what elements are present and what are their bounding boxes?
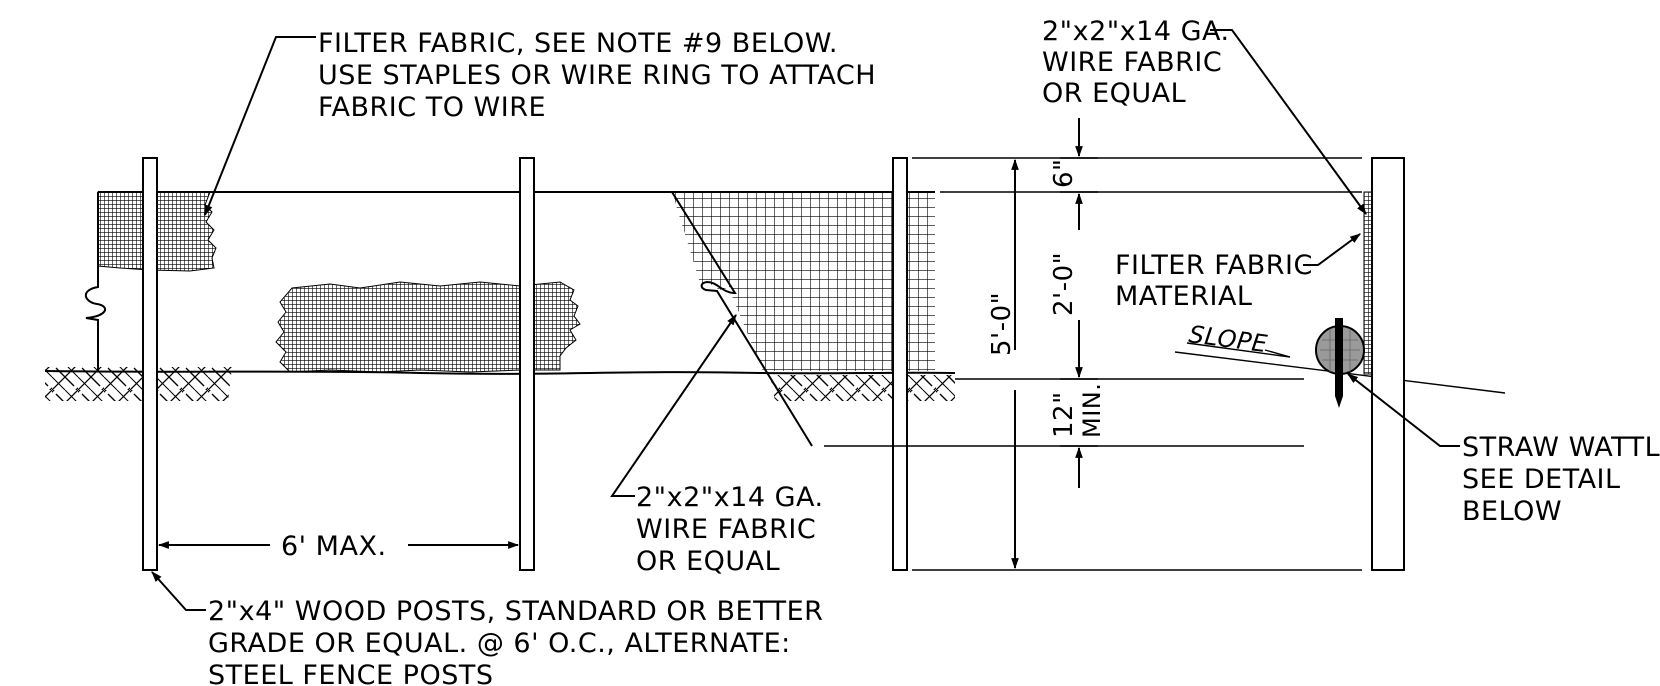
straw-wattle-line2: SEE DETAIL bbox=[1462, 464, 1621, 495]
wood-post-2 bbox=[519, 157, 535, 571]
leader-wood-posts bbox=[151, 571, 206, 611]
wood-posts-label: 2"x4" WOOD POSTS, STANDARD OR BETTER GRA… bbox=[208, 596, 823, 686]
straw-wattle-line3: BELOW bbox=[1462, 496, 1562, 527]
filter-fabric-material-line1: FILTER FABRIC bbox=[1115, 250, 1313, 281]
section-post bbox=[1371, 157, 1405, 571]
soil-hatch-left bbox=[45, 367, 232, 401]
elevation-view: 6' MAX. FILTER FABRIC, SEE NOTE #9 BELOW… bbox=[44, 28, 956, 686]
ground-line bbox=[44, 370, 956, 375]
leader-wire-fabric-top bbox=[1210, 29, 1367, 215]
wire-fabric-top-line1: 2"x2"x14 GA. bbox=[1042, 16, 1230, 47]
filter-fabric-note: FILTER FABRIC, SEE NOTE #9 BELOW. USE ST… bbox=[318, 28, 876, 123]
wood-posts-line1: 2"x4" WOOD POSTS, STANDARD OR BETTER bbox=[208, 596, 823, 627]
wire-fabric-elevation bbox=[672, 192, 935, 371]
leader-filter-fabric bbox=[204, 36, 316, 217]
slope-label: SLOPE bbox=[1187, 320, 1269, 358]
leader-straw-wattle bbox=[1347, 373, 1460, 447]
wire-fabric-mid-line3: OR EQUAL bbox=[636, 546, 780, 577]
slope-arrow-line bbox=[1186, 342, 1291, 358]
straw-wattle-line1: STRAW WATTLE bbox=[1462, 432, 1660, 463]
dim-top-gap-label: 6" bbox=[1049, 158, 1079, 188]
leader-filter-fabric-material bbox=[1303, 233, 1361, 266]
filter-fabric-note-line1: FILTER FABRIC, SEE NOTE #9 BELOW. bbox=[318, 28, 838, 59]
wood-posts-line3: STEEL FENCE POSTS bbox=[208, 660, 493, 686]
wire-fabric-section bbox=[1363, 191, 1373, 375]
wattle-stake bbox=[1335, 318, 1343, 396]
wire-fabric-top-line2: WIRE FABRIC bbox=[1042, 47, 1222, 78]
filter-fabric-material-line2: MATERIAL bbox=[1115, 281, 1252, 312]
dim-embed-suffix: MIN. bbox=[1078, 383, 1106, 438]
wire-fabric-top-label: 2"x2"x14 GA. WIRE FABRIC OR EQUAL bbox=[1042, 16, 1230, 109]
wire-fabric-mid-label: 2"x2"x14 GA. WIRE FABRIC OR EQUAL bbox=[636, 482, 824, 577]
straw-wattle-label: STRAW WATTLE SEE DETAIL BELOW bbox=[1462, 432, 1660, 527]
wire-fabric-mid-line2: WIRE FABRIC bbox=[636, 514, 816, 545]
wood-post-1 bbox=[142, 157, 158, 571]
filter-fabric-patch-middle bbox=[275, 281, 581, 373]
wood-posts-line2: GRADE OR EQUAL. @ 6' O.C., ALTERNATE: bbox=[208, 628, 791, 659]
wood-post-3 bbox=[892, 157, 908, 571]
filter-fabric-note-line3: FABRIC TO WIRE bbox=[318, 92, 546, 123]
wire-fabric-mid-line1: 2"x2"x14 GA. bbox=[636, 482, 824, 513]
dim-fabric-label: 2'-0" bbox=[1049, 252, 1079, 316]
leader-wire-fabric-mid bbox=[610, 314, 737, 497]
soil-hatch-right bbox=[770, 375, 955, 401]
wire-break-line bbox=[671, 191, 813, 447]
filter-fabric-note-line2: USE STAPLES OR WIRE RING TO ATTACH bbox=[318, 60, 876, 91]
wattle-stake-tip bbox=[1335, 396, 1343, 408]
dim-embed-value: 12" bbox=[1049, 391, 1079, 438]
filter-fabric-material-label: FILTER FABRIC MATERIAL bbox=[1115, 250, 1313, 312]
section-view: SLOPE 5'-0" 6" 2'-0" 12" MIN. bbox=[824, 16, 1660, 571]
post-spacing-label: 6' MAX. bbox=[281, 531, 387, 562]
wire-fabric-top-line3: OR EQUAL bbox=[1042, 78, 1186, 109]
dim-total-label: 5'-0" bbox=[987, 292, 1017, 356]
fabric-edge-left bbox=[84, 192, 107, 371]
slope-arrow-head bbox=[1264, 349, 1291, 358]
